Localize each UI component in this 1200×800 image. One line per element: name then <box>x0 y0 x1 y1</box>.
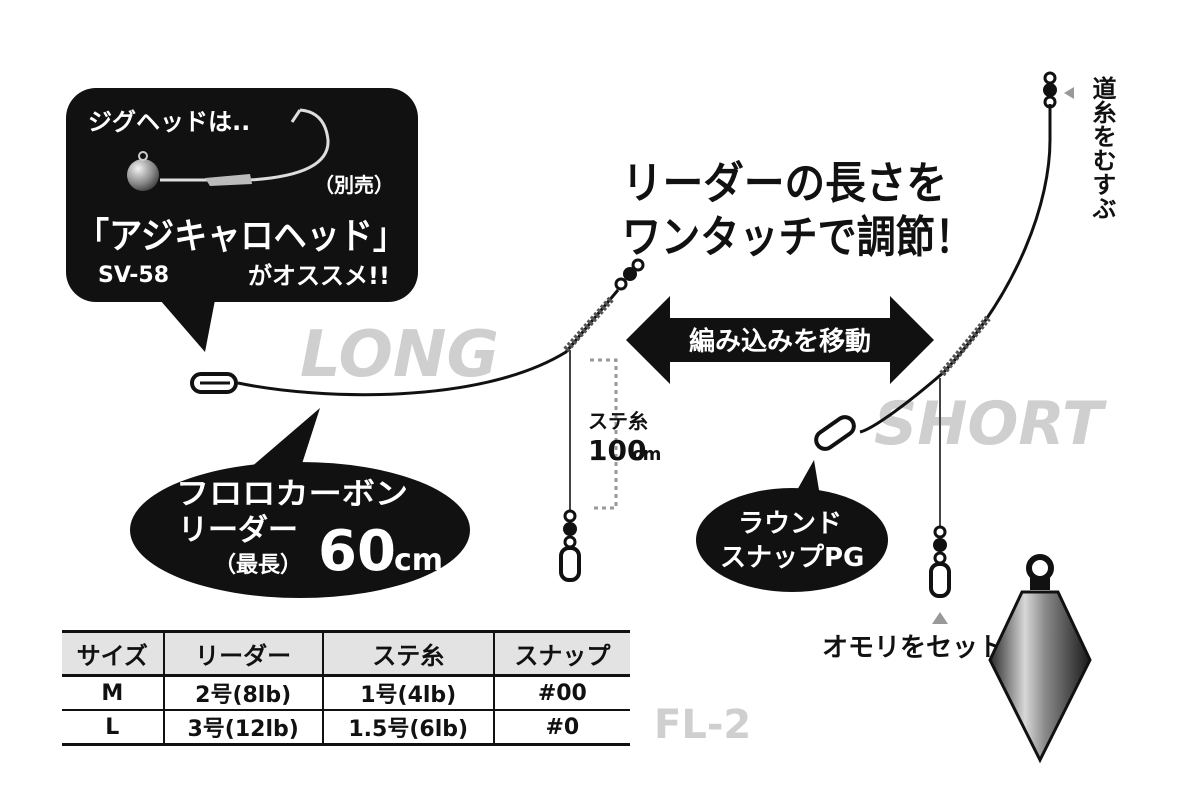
sinker-pointer-icon <box>932 612 948 624</box>
headline-line1: リーダーの長さを <box>622 158 947 209</box>
leader-line2: リーダー <box>178 513 298 548</box>
bubble-recommend: がオススメ!! <box>248 262 390 290</box>
bubble-sold-separately: （別売） <box>314 173 394 197</box>
header-leader: リーダー <box>162 631 323 676</box>
model-number: FL-2 <box>654 702 751 748</box>
snap-oval: ラウンド スナップPG <box>696 460 888 592</box>
cell-snap: #00 <box>492 675 630 710</box>
bubble-product: 「アジキャロヘッド」 <box>76 216 406 257</box>
snap-label-line1: ラウンド <box>738 509 842 539</box>
cell-size: M <box>101 680 124 706</box>
leader-length: 60 <box>318 519 396 584</box>
adjust-arrow: 編み込みを移動 <box>626 296 934 384</box>
cell-branch: 1号(4lb) <box>321 675 494 710</box>
snap-label-line2: スナップPG <box>720 543 864 573</box>
leader-oval: フロロカーボン リーダー （最長） 60 cm <box>130 408 470 598</box>
round-snap-icon <box>814 415 856 451</box>
long-label: LONG <box>300 318 499 392</box>
leader-line1: フロロカーボン <box>176 477 408 512</box>
table-row: M 2号(8lb) 1号(4lb) #00 <box>62 675 630 710</box>
mainline-label: 道糸をむすぶ <box>1088 75 1116 220</box>
branch-label-unit: cm <box>632 444 661 465</box>
mainline-swivel-icon <box>1043 71 1057 109</box>
sinker-swivel-icon <box>929 525 951 598</box>
bubble-code: SV-58 <box>98 263 169 288</box>
cell-branch: 1.5号(6lb) <box>321 710 494 745</box>
cell-leader: 2号(8lb) <box>162 675 323 710</box>
cell-size: L <box>105 714 120 740</box>
long-rig <box>190 258 645 582</box>
short-rig <box>814 71 1057 624</box>
cell-leader: 3号(12lb) <box>162 710 323 745</box>
top-swivel-icon <box>614 258 645 291</box>
cell-snap: #0 <box>492 710 630 745</box>
sinker-icon <box>988 554 1092 764</box>
header-size: サイズ <box>76 642 148 670</box>
short-label: SHORT <box>874 389 1107 459</box>
arrow-label: 編み込みを移動 <box>689 326 871 357</box>
bubble-line1: ジグヘッドは.. <box>88 108 250 136</box>
mainline-pointer-icon <box>1064 87 1074 99</box>
header-snap: スナップ <box>492 631 630 676</box>
jighead-icon <box>127 108 330 191</box>
branch-label-name: ステ糸 <box>588 409 648 433</box>
snap-icon <box>190 372 238 394</box>
header-branch: ステ糸 <box>321 631 494 676</box>
spec-table: サイズ リーダー ステ糸 スナップ M 2号(8lb) 1号(4lb) #00 … <box>62 630 630 746</box>
headline-line2: ワンタッチで調節！ <box>622 212 974 263</box>
bottom-swivel-icon <box>559 509 581 582</box>
branch-label-length: 100 <box>588 434 646 467</box>
table-row: L 3号(12lb) 1.5号(6lb) #0 <box>62 710 630 745</box>
table-header-row: サイズ リーダー ステ糸 スナップ <box>62 631 630 676</box>
sinker-label: オモリをセット <box>822 633 1004 663</box>
leader-unit: cm <box>394 543 443 578</box>
leader-max: （最長） <box>214 553 302 578</box>
jighead-bubble: ジグヘッドは.. （別売） 「アジキャロヘッド」 SV-58 がオススメ!! <box>66 88 418 352</box>
